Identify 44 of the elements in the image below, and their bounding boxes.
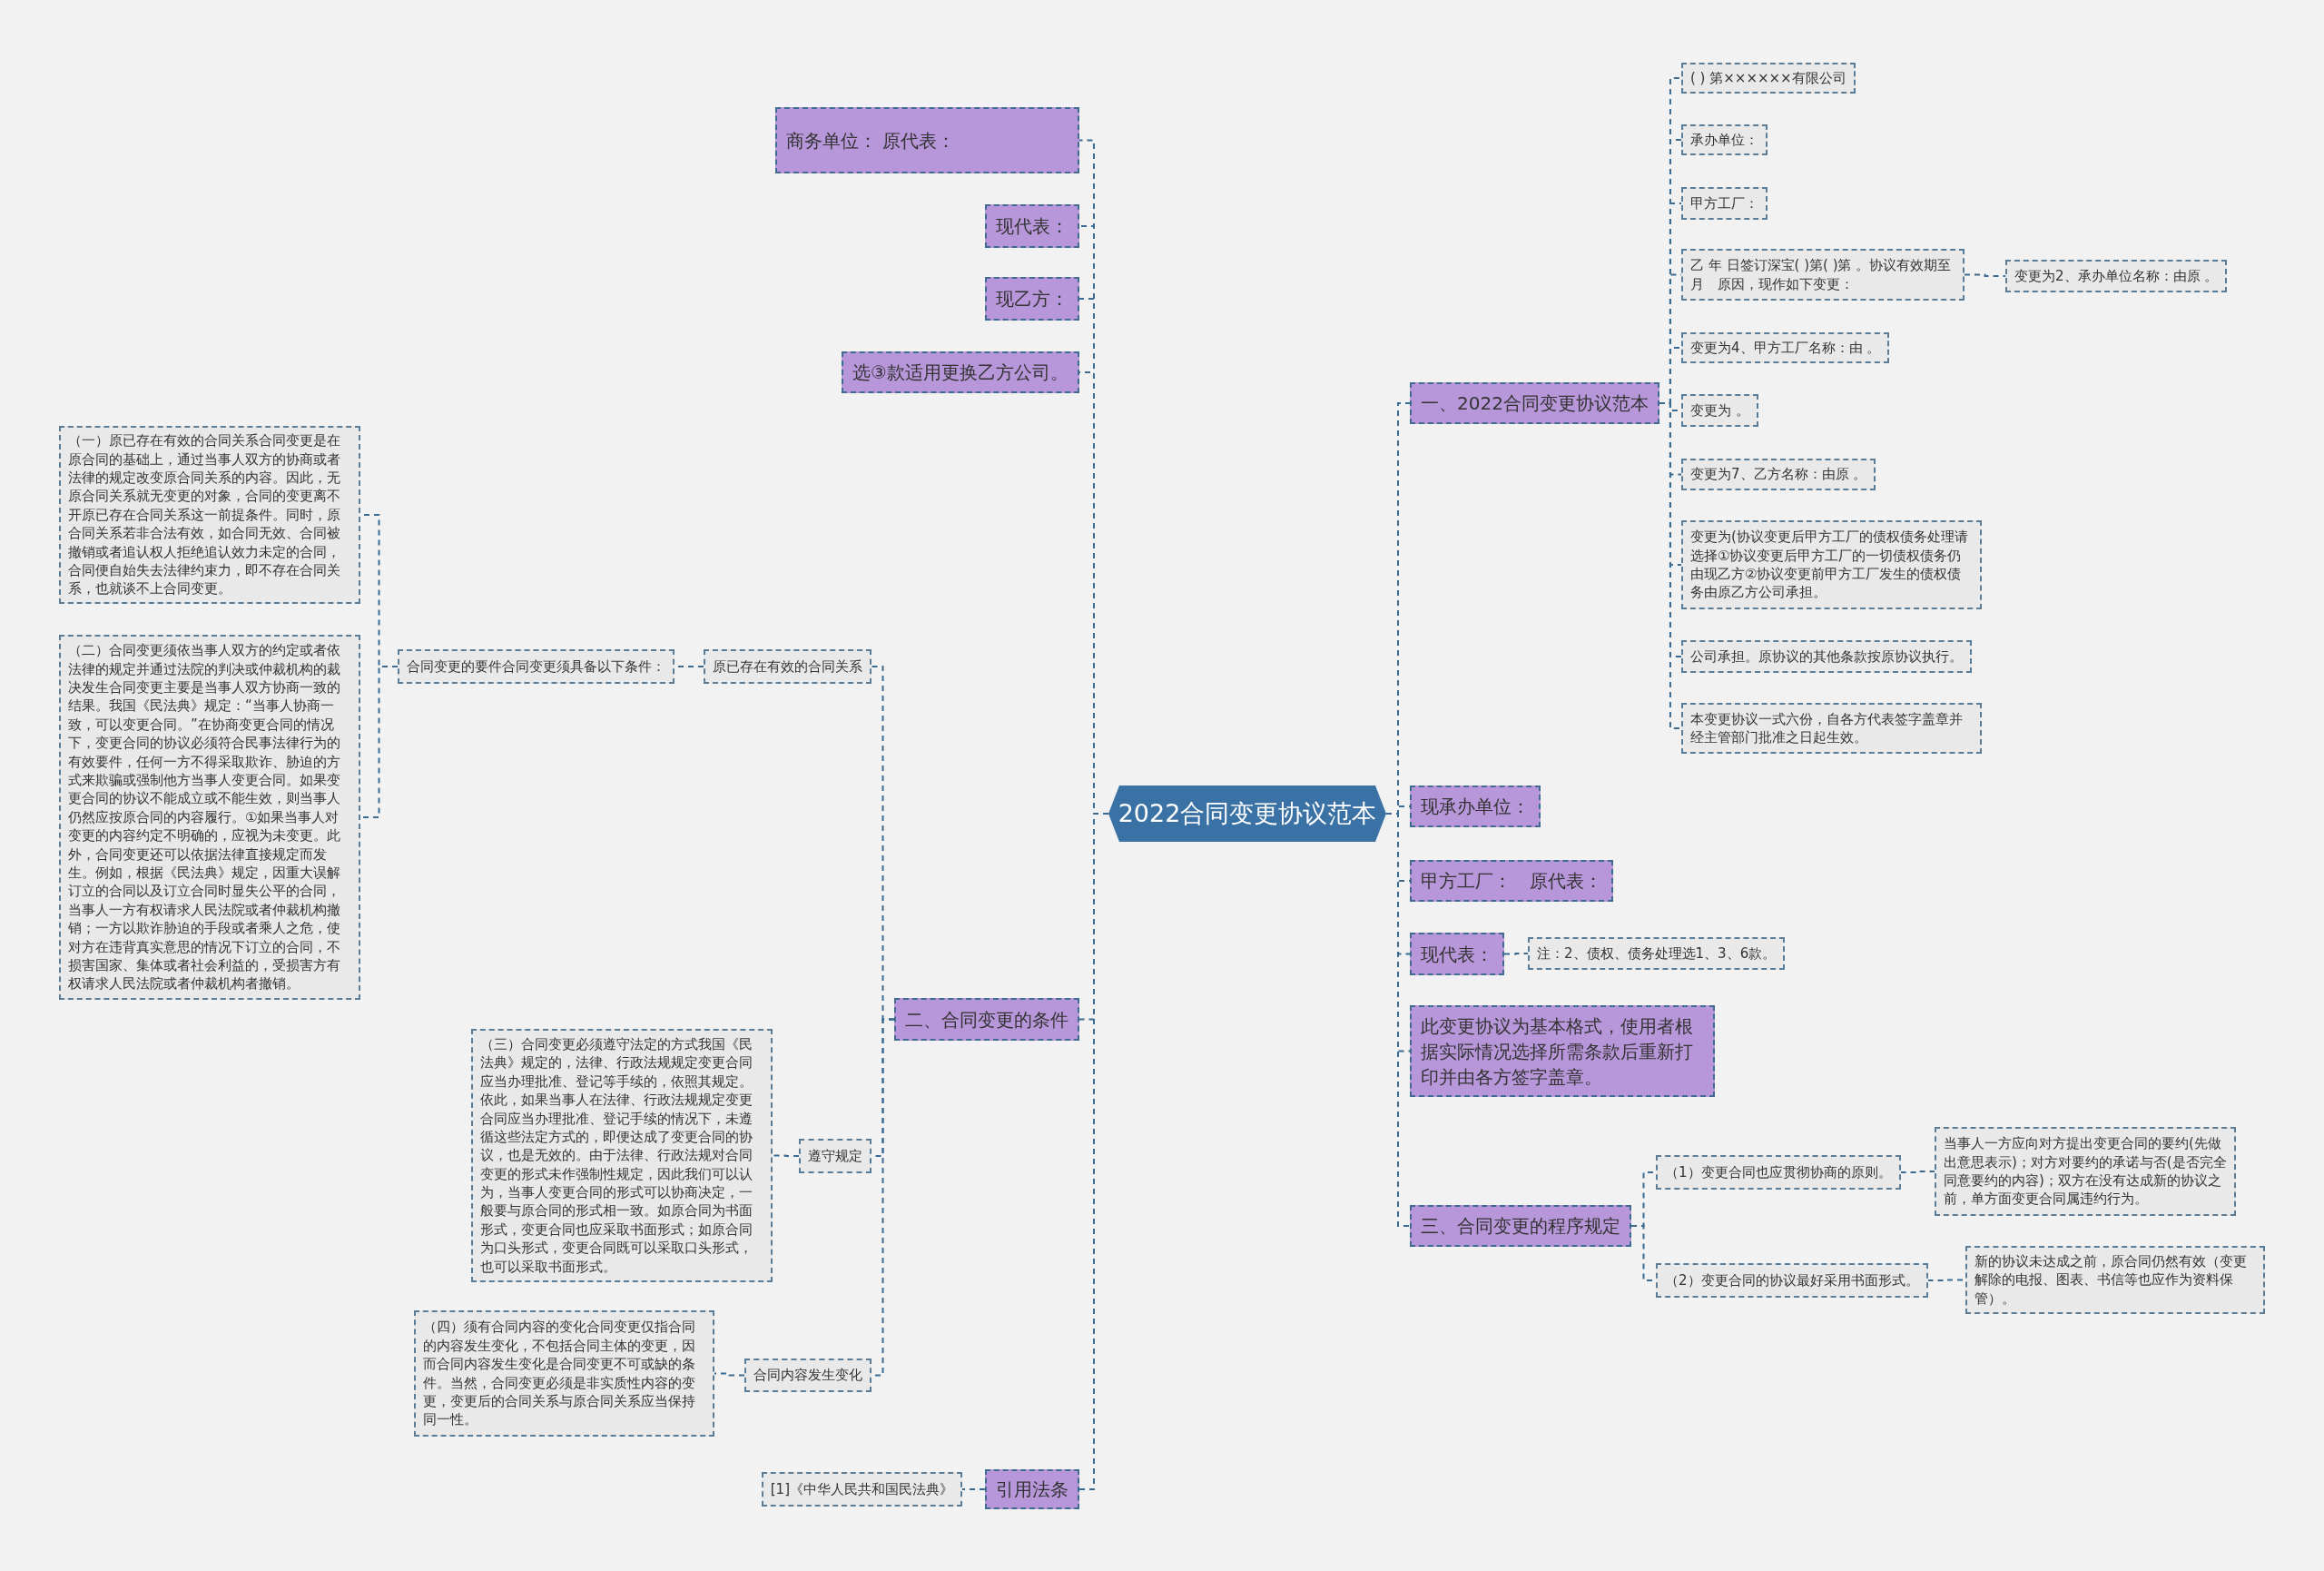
text-box: 遵守规定 [799, 1139, 872, 1173]
text-box: 合同内容发生变化 [744, 1359, 872, 1392]
text-box: 甲方工厂： [1681, 187, 1768, 220]
connector-line [961, 1488, 986, 1490]
topic-box: 现代表： [985, 204, 1079, 248]
topic-box: 三、合同变更的程序规定 [1410, 1205, 1631, 1247]
text-box: 新的协议未达成之前，原合同仍然有效（变更解除的电报、图表、书信等也应作为资料保管）。 [1965, 1246, 2265, 1314]
topic-box: 现承办单位： [1410, 786, 1541, 827]
text-box: 本变更协议一式六份，自各方代表签字盖章并经主管部门批准之日起生效。 [1681, 703, 1982, 754]
topic-box: 现代表： [1410, 933, 1504, 975]
text-box: ( ) 第××××××有限公司 [1681, 63, 1856, 94]
text-box: 变更为2、承办单位名称：由原 。 [2005, 260, 2228, 292]
topic-box: 此变更协议为基本格式，使用者根据实际情况选择所需条款后重新打印并由各方签字盖章。 [1410, 1005, 1715, 1097]
topic-box: 甲方工厂： 原代表： [1410, 860, 1613, 902]
connector-line [772, 1154, 800, 1157]
text-box: 承办单位： [1681, 124, 1768, 155]
text-box: （2）变更合同的协议最好采用书面形式。 [1656, 1263, 1928, 1298]
text-box: 乙 年 日签订深宝( )第( )第 。协议有效期至月 原因，现作如下变更： [1681, 249, 1965, 301]
text-box: 原已存在有效的合同关系 [704, 649, 872, 684]
text-box: （四）须有合同内容的变化合同变更仅指合同的内容发生变化，不包括合同主体的变更，因而合同内容发生变化是合同变更不可或缺的条件。当然，合同变更必须是非实质性内容的变更，变更后的合同关系与原合同关系应当保持同一性。 [414, 1310, 714, 1437]
text-box: 变更为7、乙方名称：由原 。 [1681, 459, 1876, 490]
connector-line [714, 1372, 745, 1377]
connector-line [1899, 1171, 1935, 1173]
topic-box: 选③款适用更换乙方公司。 [842, 351, 1079, 393]
text-box: 公司承担。原协议的其他条款按原协议执行。 [1681, 640, 1972, 673]
topic-box: 一、2022合同变更协议范本 [1410, 382, 1659, 424]
topic-box: 商务单位： 原代表： [775, 107, 1079, 173]
topic-box: 现乙方： [985, 277, 1079, 321]
text-box: [1]《中华人民共和国民法典》 [761, 1472, 962, 1507]
connector-line [1503, 953, 1529, 955]
topic-box: 二、合同变更的条件 [894, 998, 1079, 1041]
text-box: 注：2、债权、债务处理选1、3、6款。 [1528, 937, 1786, 970]
text-box: 合同变更的要件合同变更须具备以下条件： [398, 649, 675, 684]
text-box: （一）原已存在有效的合同关系合同变更是在原合同的基础上，通过当事人双方的协商或者法律的规定改变原合同关系的内容。因此，无原合同关系就无变更的对象，合同的变更离不开原已存在合同关系这一前提条件。同时，原合同关系若非合法有效，如合同无效、合同被撤销或者追认权人拒绝追认效力未定的合同，合同便自始失去法律约束力，即不存在合同关系，也就谈不上合同变更。 [59, 426, 360, 604]
text-box: 变更为 。 [1681, 394, 1758, 427]
text-box: 变更为4、甲方工厂名称：由 。 [1681, 332, 1890, 363]
text-box: （1）变更合同也应贯彻协商的原则。 [1656, 1155, 1901, 1190]
text-box: 变更为(协议变更后甲方工厂的债权债务处理请选择①协议变更后甲方工厂的一切债权债务仍由现乙方②协议变更前甲方工厂发生的债权债务由原乙方公司承担。 [1681, 520, 1982, 609]
text-box: （三）合同变更必须遵守法定的方式我国《民法典》规定的，法律、行政法规规定变更合同应当办理批准、登记等手续的，依照其规定。依此，如果当事人在法律、行政法规规定变更合同应当办理批准、登记手续的情况下，未遵循这些法定方式的，即便达成了变更合同的协议，也是无效的。由于法律、行政法规对合同变更的形式未作强制性规定，因此我们可以认为，当事人变更合同的形式可以协商决定，一般要与原合同的形式相一致。如原合同为书面形式，变更合同也应采取书面形式；如原合同为口头形式，变更合同既可以采取口头形式，也可以采取书面形式。 [471, 1029, 773, 1282]
connector-line [1964, 273, 2006, 277]
text-box: 当事人一方应向对方提出变更合同的要约(先做出意思表示)；对方对要约的承诺与否(是否完全同意要约的内容)；双方在没有达成新的协议之前，单方面变更合同属违约行为。 [1935, 1127, 2236, 1216]
central-topic: 2022合同变更协议范本 [1108, 786, 1386, 842]
text-box: （二）合同变更须依当事人双方的约定或者依法律的规定并通过法院的判决或仲裁机构的裁决发生合同变更主要是当事人双方协商一致的结果。我国《民法典》规定：“当事人协商一致，可以变更合同。”在协商变更合同的情况下，变更合同的协议必须符合民事法律行为的有效要件，任何一方不得采取欺诈、胁迫的方式来欺骗或强制他方当事人变更合同。如果变更合同的协议不能成立或不能生效，则当事人仍然应按原合同的内容履行。①如果当事人对变更的内容约定不明确的，应视为未变更。此外，合同变更还可以依据法律直接规定而发生。例如，根据《民法典》规定，因重大误解订立的合同以及订立合同时显失公平的合同，当事人一方有权请求人民法院或者仲裁机构撤销；一方以欺诈胁迫的手段或者乘人之危，使对方在违背真实意思的情况下订立的合同，不损害国家、集体或者社会利益的，受损害方有权请求人民法院或者仲裁机构者撤销。 [59, 635, 360, 1000]
topic-box: 引用法条 [985, 1469, 1079, 1509]
